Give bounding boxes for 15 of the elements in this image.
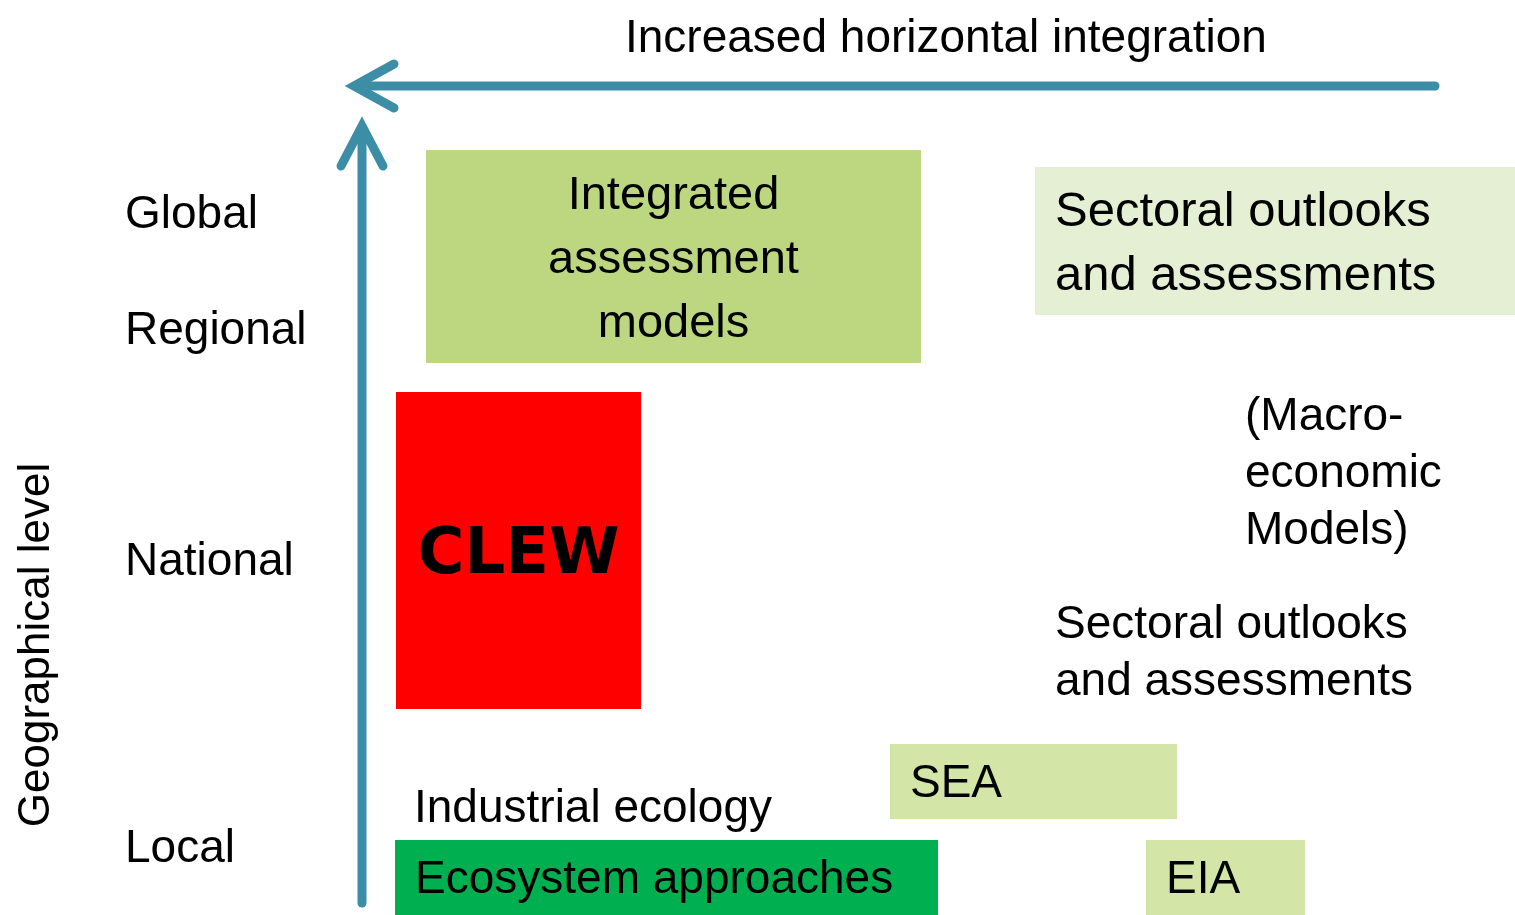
method-box: SEA [890,744,1177,819]
level-label: National [125,532,294,587]
level-label: Local [125,819,235,874]
axis-title: Increased horizontal integration [625,9,1267,64]
method-box: Ecosystem approaches [395,840,938,915]
model-box: Sectoral outlooks and assessments [1035,167,1515,315]
category-label: (Macro-economic Models) [1245,387,1443,556]
method-box: EIA [1146,840,1305,915]
axis-title: Geographical level [8,462,59,828]
level-label: Regional [125,301,307,356]
category-label: Sectoral outlooks and assessments [1055,595,1414,707]
highlight-box: CLEW [396,392,641,709]
level-label: Global [125,185,258,240]
model-box: Integrated assessment models [426,150,921,363]
category-label: Industrial ecology [414,779,772,834]
